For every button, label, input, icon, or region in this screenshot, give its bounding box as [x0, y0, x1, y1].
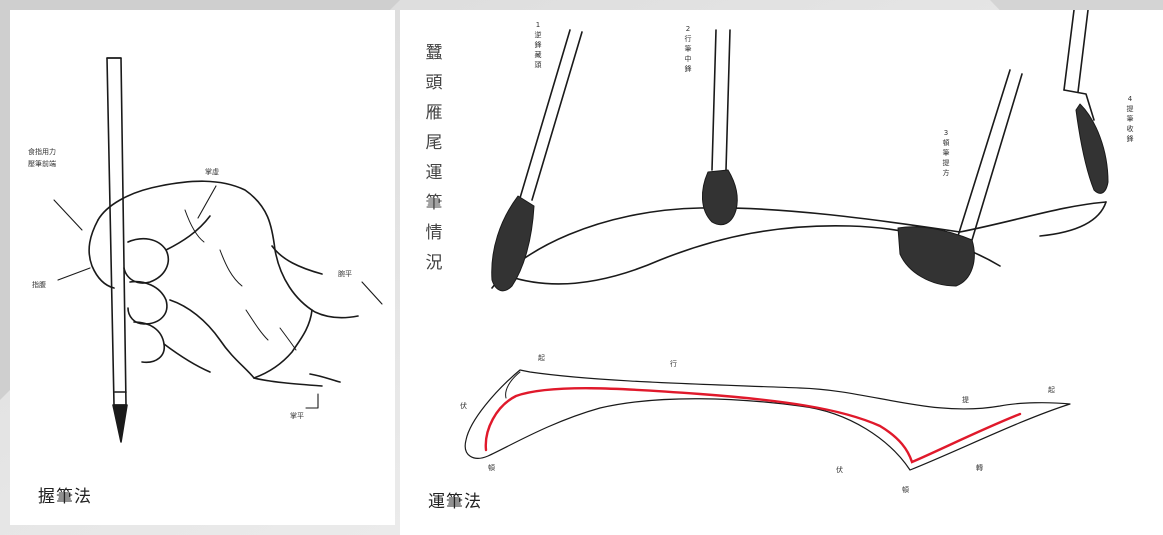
caption-grip-method: 握筆法	[38, 487, 92, 507]
stroke-label-zhuan: 轉	[976, 464, 983, 472]
step-label-3: 3 頓筆提方	[942, 129, 950, 177]
stroke-label-xing: 行	[670, 360, 677, 368]
label-palm-hollow: 掌虛	[205, 168, 219, 176]
label-wrist-flat: 腕平	[338, 270, 352, 278]
label-finger-pad: 指腹	[32, 281, 46, 289]
stroke-label-dun-left: 頓	[488, 464, 495, 472]
step-label-4: 4 提筆收鋒	[1126, 95, 1134, 143]
stroke-label-ti: 提	[962, 396, 969, 404]
brush-movement-panel: 蠶頭雁尾運筆情況 1 逆鋒藏頭 2 行筆中鋒 3 頓筆提方 4 提筆收鋒 起 行…	[400, 10, 1163, 535]
label-index-finger-note-line1: 食指用力	[28, 148, 56, 156]
stroke-label-qi: 起	[538, 354, 545, 362]
stroke-label-fu-left: 伏	[460, 402, 467, 410]
step-label-2: 2 行筆中鋒	[684, 25, 692, 73]
stroke-label-shou: 起	[1048, 386, 1055, 394]
step-label-1: 1 逆鋒藏頭	[534, 21, 542, 69]
vertical-title: 蠶頭雁尾運筆情況	[425, 43, 443, 273]
stroke-label-dun-bottom: 頓	[902, 486, 909, 494]
label-index-finger-note-line2: 壓筆前端	[28, 160, 56, 168]
stroke-label-fu-bottom: 伏	[836, 466, 843, 474]
caption-brush-movement: 運筆法	[428, 492, 482, 512]
brush-movement-illustration	[464, 10, 1109, 471]
label-palm-flat: 掌平	[290, 412, 304, 420]
hand-holding-brush-illustration	[53, 57, 383, 443]
grip-method-panel: 食指用力 壓筆前端 指腹 掌虛 腕平 掌平 握筆法	[10, 10, 395, 525]
